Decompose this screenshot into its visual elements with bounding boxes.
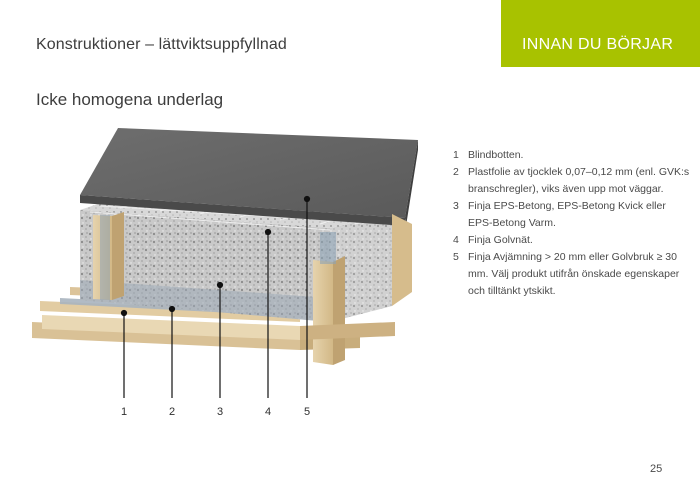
legend-number: 3 xyxy=(453,200,459,212)
legend-number: 5 xyxy=(453,251,459,263)
legend-text: Finja Avjämning > 20 mm eller Golvbruk ≥… xyxy=(468,251,680,297)
legend-item: 2 Plastfolie av tjocklek 0,07–0,12 mm (e… xyxy=(451,164,691,198)
legend-number: 1 xyxy=(453,149,459,161)
section-tab-label: INNAN DU BÖRJAR xyxy=(522,36,674,53)
callout-3: 3 xyxy=(217,406,223,418)
legend-item: 3 Finja EPS-Betong, EPS-Betong Kvick ell… xyxy=(451,198,691,232)
callout-1: 1 xyxy=(121,406,127,418)
legend-text: Plastfolie av tjocklek 0,07–0,12 mm (enl… xyxy=(468,166,690,195)
legend-item: 1 Blindbotten. xyxy=(451,147,691,164)
callout-2: 2 xyxy=(169,406,175,418)
legend-number: 2 xyxy=(453,166,459,178)
legend-text: Blindbotten. xyxy=(468,149,524,161)
legend-text: Finja Golvnät. xyxy=(468,234,533,246)
wooden-joists xyxy=(42,212,412,365)
section-tab xyxy=(501,0,700,67)
page-title: Konstruktioner – lättviktsuppfyllnad xyxy=(36,36,287,53)
callout-4: 4 xyxy=(265,406,271,418)
legend-list: 1 Blindbotten. 2 Plastfolie av tjocklek … xyxy=(451,147,691,300)
leveling-slab xyxy=(80,128,418,226)
legend-number: 4 xyxy=(453,234,459,246)
legend-item: 4 Finja Golvnät. xyxy=(451,232,691,249)
legend-text: Finja EPS-Betong, EPS-Betong Kvick eller… xyxy=(468,200,666,229)
callout-5: 5 xyxy=(304,406,310,418)
section-title: Icke homogena underlag xyxy=(36,90,224,109)
legend-item: 5 Finja Avjämning > 20 mm eller Golvbruk… xyxy=(451,249,691,300)
page-number: 25 xyxy=(650,463,663,475)
callout-lines xyxy=(120,195,311,398)
construction-diagram: 1 2 3 4 5 xyxy=(32,128,418,418)
